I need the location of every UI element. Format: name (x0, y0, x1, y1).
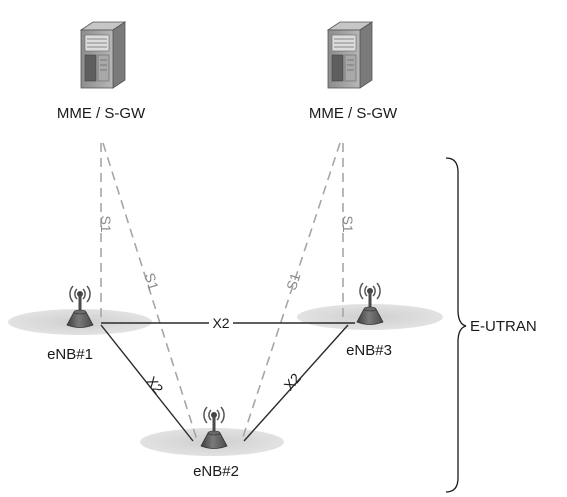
e-utran-brace (445, 157, 467, 493)
s1-label-enb3: S1 (340, 215, 356, 232)
enb1-label: eNB#1 (47, 346, 93, 363)
e-utran-label: E-UTRAN (470, 318, 537, 335)
x2-label-top-background (209, 314, 233, 331)
x2-label-left: X2 (143, 373, 166, 397)
mme-left-server-icon (80, 21, 126, 89)
mme-left-label: MME / S-GW (57, 105, 146, 122)
enb2-label: eNB#2 (193, 463, 239, 480)
x2-label-top: X2 (212, 315, 229, 331)
s1-label-right-diagonal: S1 (283, 271, 304, 292)
s1-link-mme-left-enb2 (102, 142, 198, 441)
s1-link-mme-right-enb2 (241, 142, 341, 441)
mme-right-label: MME / S-GW (309, 105, 398, 122)
x2-links (100, 322, 355, 442)
enb1-antenna-icon (66, 285, 94, 329)
enb3-label: eNB#3 (346, 342, 392, 359)
s1-label-enb1: S1 (98, 215, 114, 232)
x2-label-right: X2 (281, 370, 304, 394)
mme-right-server-icon (327, 21, 373, 89)
s1-links (100, 142, 344, 441)
x2-link-enb3-enb2 (243, 324, 349, 442)
enb2-antenna-icon (200, 406, 228, 450)
x2-link-enb1-enb2 (100, 324, 194, 442)
enb3-antenna-icon (356, 282, 384, 326)
s1-label-left-diagonal: S1 (142, 271, 162, 292)
